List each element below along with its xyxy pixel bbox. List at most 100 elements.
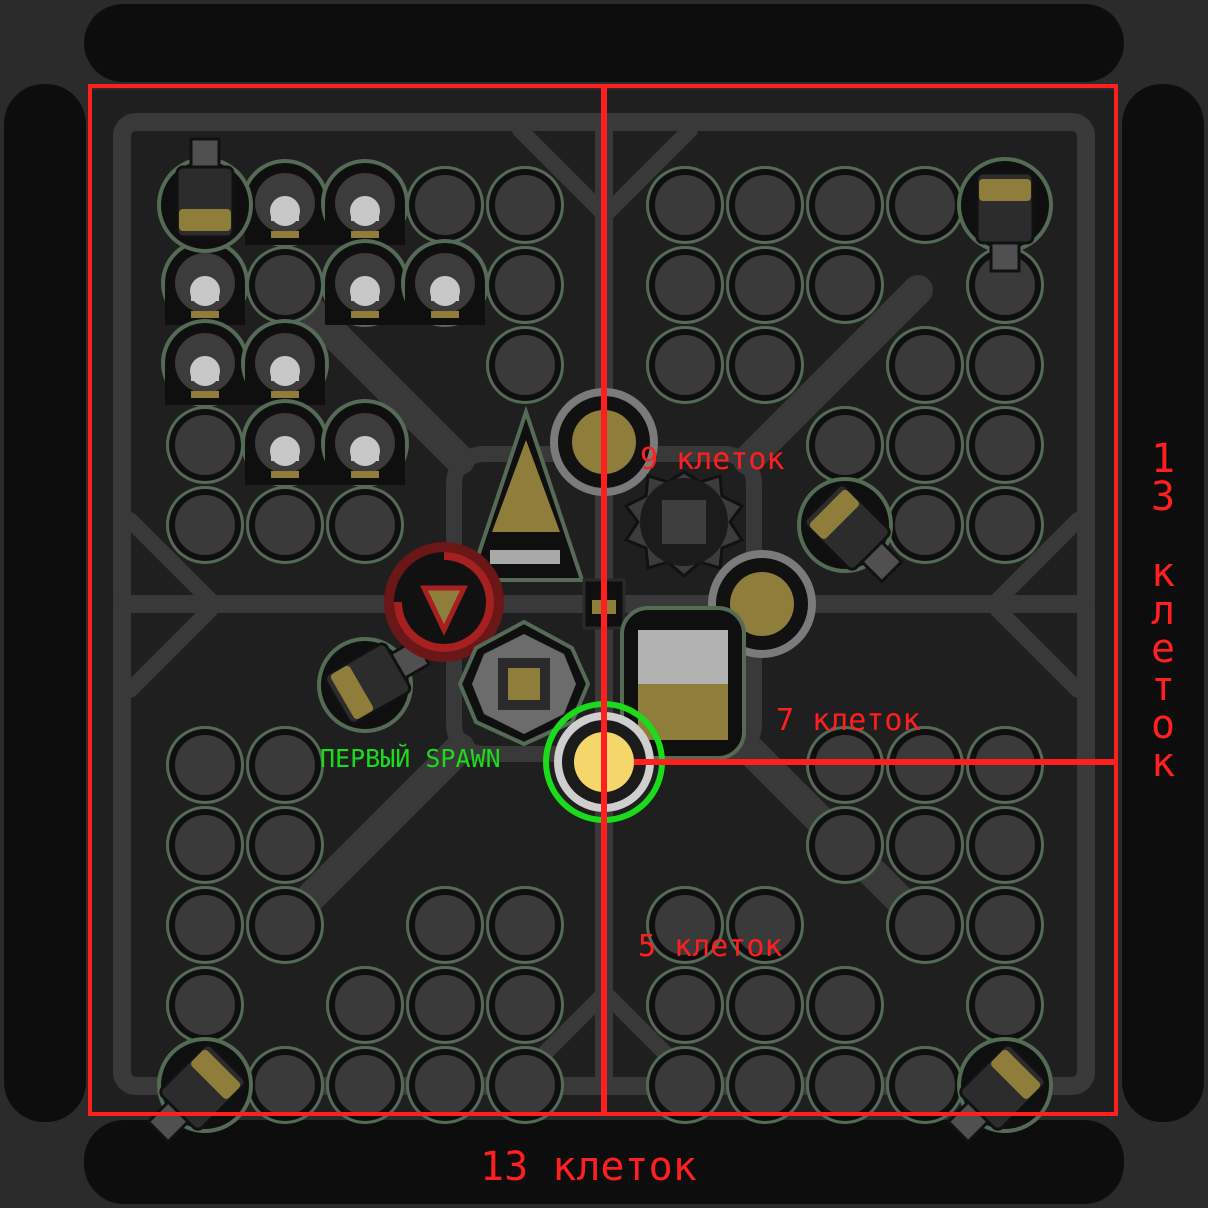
red-target-unit <box>384 542 504 662</box>
grid-cell[interactable] <box>806 406 884 484</box>
spiked-gear-unit <box>623 470 745 578</box>
grid-cell[interactable] <box>646 326 724 404</box>
turret-unit[interactable] <box>299 610 446 750</box>
turret-unit[interactable] <box>157 137 253 253</box>
bumper-cell[interactable] <box>401 239 489 327</box>
grid-cell[interactable] <box>886 486 964 564</box>
path-diagonal-tl <box>275 275 475 475</box>
grid-cell[interactable] <box>246 726 324 804</box>
width-label: 13 клеток <box>480 1144 697 1190</box>
grid-cell[interactable] <box>886 406 964 484</box>
grid-cell[interactable] <box>646 886 724 964</box>
grid-cell[interactable] <box>726 966 804 1044</box>
turret-unit[interactable] <box>924 1017 1072 1165</box>
height-label-char: т <box>1150 664 1176 710</box>
grid-cell[interactable] <box>886 886 964 964</box>
grid-cell[interactable] <box>406 1046 484 1124</box>
distance-label-7: 7 клеток <box>776 703 921 738</box>
path-diagonal-tr <box>733 275 933 475</box>
height-label-char: к <box>1150 550 1176 596</box>
path-diagonal-bl <box>275 733 475 933</box>
grid-cell[interactable] <box>486 1046 564 1124</box>
height-label-char: л <box>1150 588 1176 634</box>
grid-cell[interactable] <box>166 886 244 964</box>
turret-unit[interactable] <box>957 157 1053 273</box>
height-label-char: 1 <box>1150 436 1176 482</box>
wall-left <box>4 84 86 1122</box>
bumper-cell[interactable] <box>161 319 249 407</box>
cells-layer <box>161 159 1044 1124</box>
height-label-char: е <box>1150 626 1176 672</box>
grid-cell[interactable] <box>166 806 244 884</box>
grid-cell[interactable] <box>806 166 884 244</box>
grid-cell[interactable] <box>966 886 1044 964</box>
grid-cell[interactable] <box>726 246 804 324</box>
grid-cell[interactable] <box>886 166 964 244</box>
grid-cell[interactable] <box>806 966 884 1044</box>
grid-cell[interactable] <box>646 1046 724 1124</box>
grid-cell[interactable] <box>886 806 964 884</box>
bumper-cell[interactable] <box>241 319 329 407</box>
grid-cell[interactable] <box>326 1046 404 1124</box>
wall-bottom <box>84 1120 1124 1204</box>
grid-cell[interactable] <box>966 326 1044 404</box>
grid-cell[interactable] <box>166 486 244 564</box>
grid-cell[interactable] <box>726 886 804 964</box>
grid-cell[interactable] <box>886 326 964 404</box>
path-corner-tl <box>122 122 608 608</box>
grid-cell[interactable] <box>406 166 484 244</box>
bumper-cell[interactable] <box>241 159 329 247</box>
grid-cell[interactable] <box>486 886 564 964</box>
grid-cell[interactable] <box>406 966 484 1044</box>
grid-cell[interactable] <box>726 326 804 404</box>
center-units <box>384 388 816 760</box>
grid-cell[interactable] <box>326 966 404 1044</box>
path-corner-tr <box>600 122 1086 608</box>
grid-cell[interactable] <box>166 406 244 484</box>
grid-cell[interactable] <box>726 166 804 244</box>
grid-cell[interactable] <box>246 806 324 884</box>
grid-cell[interactable] <box>966 806 1044 884</box>
turret-unit[interactable] <box>124 1017 272 1165</box>
height-label-char: 3 <box>1150 474 1176 520</box>
grid-cell[interactable] <box>246 486 324 564</box>
spawn-label: ПЕРВЫЙ SPAWN <box>320 744 501 773</box>
turret-unit[interactable] <box>777 457 925 605</box>
grid-cell[interactable] <box>486 246 564 324</box>
grid-cell[interactable] <box>806 806 884 884</box>
grid-cell[interactable] <box>246 246 324 324</box>
grid-cell[interactable] <box>966 966 1044 1044</box>
grid-cell[interactable] <box>806 1046 884 1124</box>
grid-cell[interactable] <box>646 166 724 244</box>
grid-cell[interactable] <box>486 326 564 404</box>
grid-cell[interactable] <box>806 246 884 324</box>
grid-cell[interactable] <box>886 1046 964 1124</box>
height-label-char: к <box>1150 740 1176 786</box>
bumper-cell[interactable] <box>321 159 409 247</box>
bumper-cell[interactable] <box>161 239 249 327</box>
grid-cell[interactable] <box>246 1046 324 1124</box>
grid-cell[interactable] <box>486 966 564 1044</box>
distance-label-5: 5 клеток <box>638 929 783 964</box>
bumper-cell[interactable] <box>321 399 409 487</box>
grid-cell[interactable] <box>486 166 564 244</box>
grid-cell[interactable] <box>326 486 404 564</box>
grid-cell[interactable] <box>166 726 244 804</box>
grid-cell[interactable] <box>966 406 1044 484</box>
grid-cell[interactable] <box>166 966 244 1044</box>
bumper-cell[interactable] <box>321 239 409 327</box>
grid-cell[interactable] <box>246 886 324 964</box>
grid-cell[interactable] <box>646 966 724 1044</box>
grid-cell[interactable] <box>966 486 1044 564</box>
grid-cell[interactable] <box>406 886 484 964</box>
measure-overlay <box>88 84 1118 1116</box>
grid-cell[interactable] <box>726 1046 804 1124</box>
wall-top <box>84 4 1124 82</box>
outer-walls <box>4 4 1204 1204</box>
turrets-layer <box>124 137 1072 1165</box>
bumper-cell[interactable] <box>241 399 329 487</box>
grid-cell[interactable] <box>646 246 724 324</box>
wall-right <box>1122 84 1204 1122</box>
